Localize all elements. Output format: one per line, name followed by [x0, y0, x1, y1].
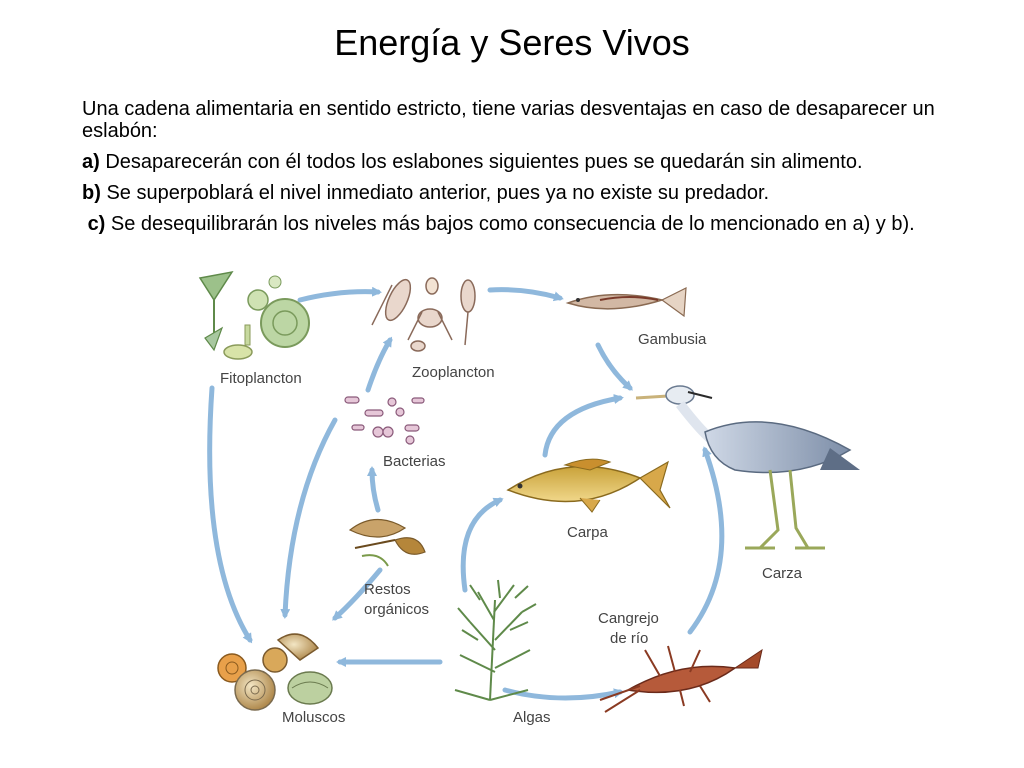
zooplancton-illustration — [371, 277, 476, 352]
point-c: c) Se desequilibrarán los niveles más ba… — [82, 213, 997, 235]
label-restos-2: orgánicos — [364, 601, 429, 618]
arrow-cangrejo-carza — [687, 446, 725, 635]
slide-title: Energía y Seres Vivos — [334, 22, 690, 63]
intro-paragraph: Una cadena alimentaria en sentido estric… — [82, 98, 935, 142]
label-gambusia: Gambusia — [638, 331, 707, 348]
label-moluscos: Moluscos — [282, 709, 345, 726]
point-a: a) Desaparecerán con él todos los eslabo… — [82, 151, 997, 173]
label-fitoplancton: Fitoplancton — [220, 370, 302, 387]
arrow-fito-zoo — [297, 286, 382, 303]
arrow-zoo-gambusia — [487, 287, 564, 302]
label-restos-1: Restos — [364, 581, 411, 598]
label-cangrejo-1: Cangrejo — [598, 610, 659, 627]
bacterias-illustration — [344, 396, 425, 445]
fitoplancton-illustration — [198, 270, 310, 360]
point-a-text: Desaparecerán con él todos los eslabones… — [99, 151, 863, 173]
point-a-marker: a) — [82, 151, 100, 173]
slide-body: Una cadena alimentaria en sentido estric… — [82, 98, 997, 244]
label-algas: Algas — [513, 709, 551, 726]
arrow-algas-carpa — [460, 497, 504, 593]
carza-illustration — [635, 385, 860, 550]
label-cangrejo-2: de río — [610, 630, 648, 647]
arrows — [207, 286, 725, 701]
carpa-illustration — [506, 458, 671, 513]
gambusia-illustration — [565, 286, 687, 318]
cangrejo-illustration — [599, 645, 763, 713]
point-c-text: Se desequilibrarán los niveles más bajos… — [105, 213, 915, 235]
arrow-bacterias-moluscos — [280, 417, 338, 619]
restos-organicos-illustration — [348, 518, 426, 567]
arrow-fito-moluscos — [207, 385, 253, 644]
label-bacterias: Bacterias — [383, 453, 446, 470]
arrow-carpa-carza — [542, 394, 624, 458]
arrow-bacterias-zoo — [365, 336, 393, 393]
label-zooplancton: Zooplancton — [412, 364, 495, 381]
arrow-restos-bacterias — [367, 466, 381, 513]
point-b-marker: b) — [82, 182, 101, 204]
point-c-marker: c) — [87, 213, 106, 235]
moluscos-illustration — [217, 633, 333, 711]
point-b: b) Se superpoblará el nivel inmediato an… — [82, 182, 997, 204]
label-carpa: Carpa — [567, 524, 609, 541]
arrow-gambusia-carza — [595, 342, 633, 391]
label-carza: Carza — [762, 565, 803, 582]
point-b-text: Se superpoblará el nivel inmediato anter… — [100, 182, 770, 204]
arrow-restos-moluscos — [332, 567, 383, 621]
algas-illustration — [454, 579, 537, 701]
